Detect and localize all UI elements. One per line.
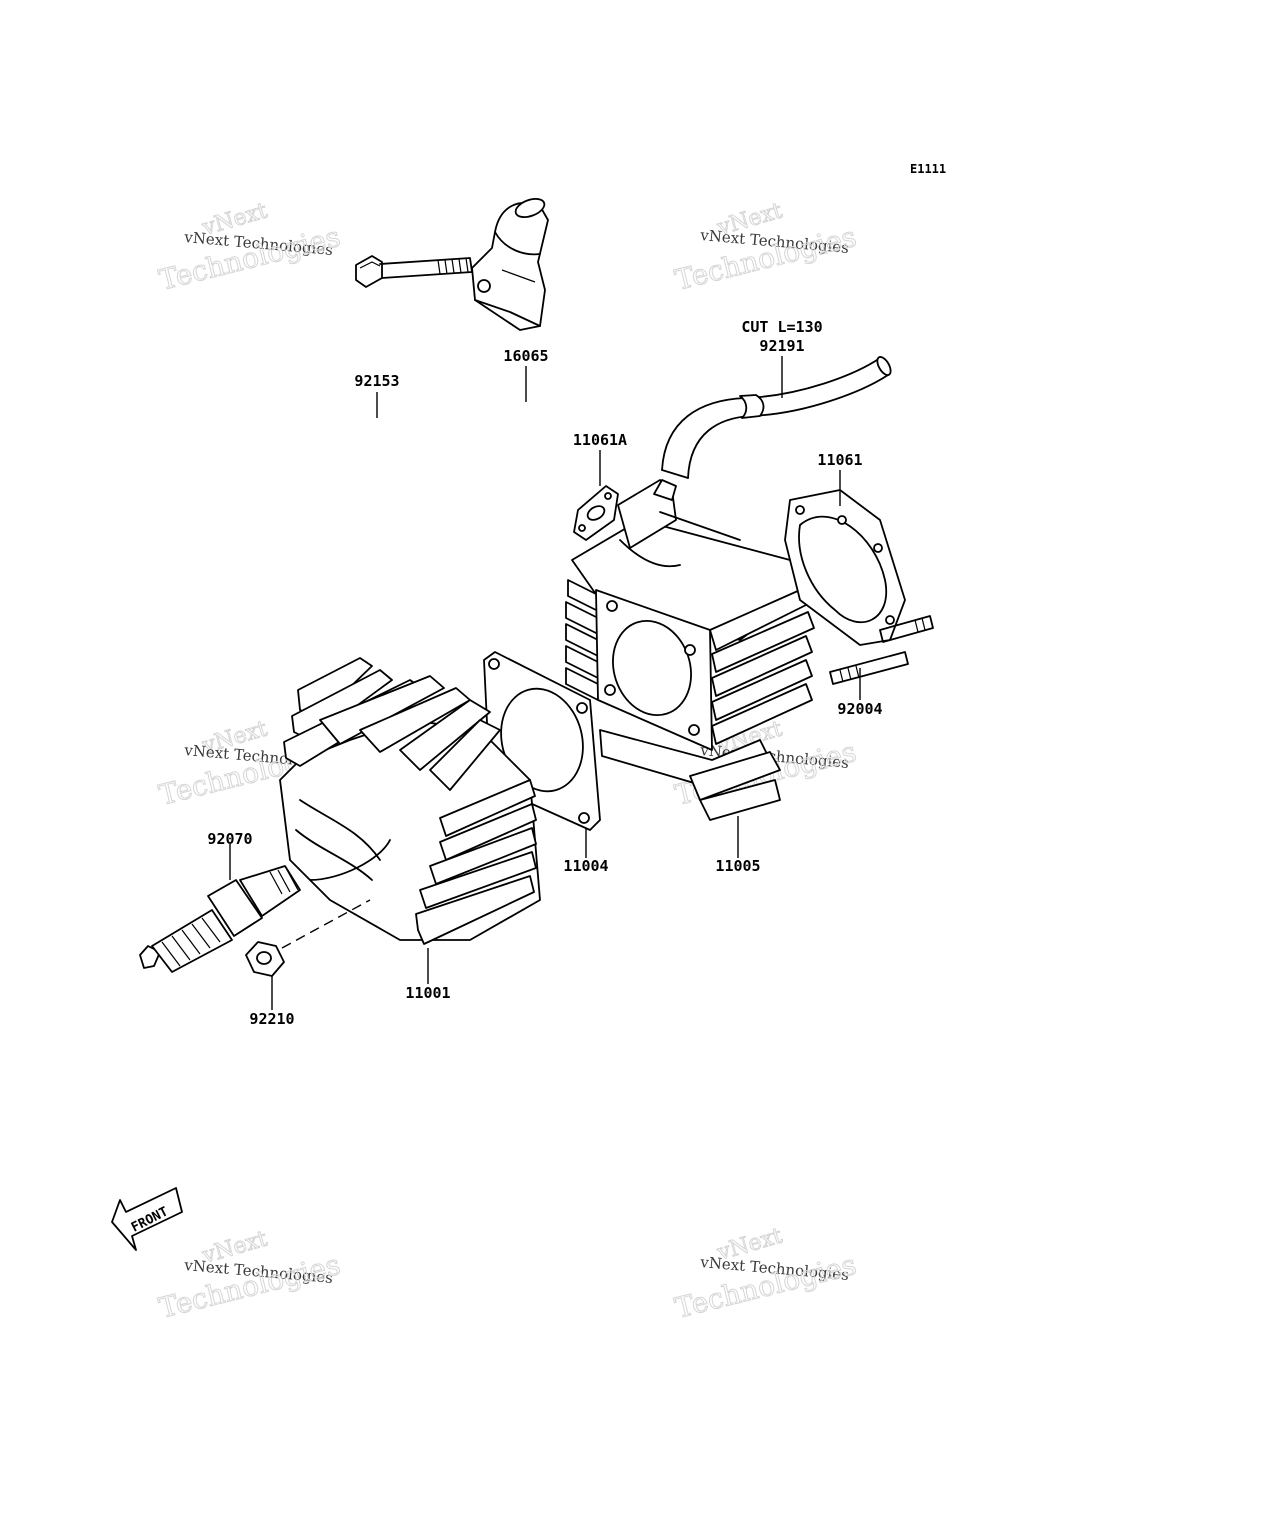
assembly-dashed-line bbox=[281, 899, 371, 949]
label-elbow: 16065 bbox=[503, 347, 548, 365]
stud-drawing bbox=[829, 615, 934, 685]
cylinder-head-drawing bbox=[279, 657, 541, 945]
watermark-top-right: vNext vNext Technologies Technologies bbox=[671, 198, 860, 297]
small-gasket-drawing bbox=[573, 485, 619, 541]
label-cylinder: 11005 bbox=[715, 857, 760, 875]
cylinder-drawing bbox=[565, 479, 815, 821]
label-hose-note: CUT L=130 bbox=[741, 318, 822, 336]
label-cylinder-gasket: 11061 bbox=[817, 451, 862, 469]
bolt-drawing bbox=[355, 255, 473, 288]
watermark-line3: Technologies bbox=[156, 1248, 344, 1325]
label-stud: 92004 bbox=[837, 700, 882, 718]
label-head-gasket: 11004 bbox=[563, 857, 608, 875]
hose-drawing bbox=[661, 356, 892, 479]
front-arrow: FRONT bbox=[111, 1187, 183, 1251]
label-spark-plug: 92070 bbox=[207, 830, 252, 848]
nut-drawing bbox=[245, 941, 285, 977]
cylinder-gasket-drawing bbox=[784, 489, 906, 646]
label-cylinder-head: 11001 bbox=[405, 984, 450, 1002]
label-hose: 92191 bbox=[759, 337, 804, 355]
watermark-line3: Technologies bbox=[156, 220, 344, 297]
diagram-code: E1111 bbox=[910, 162, 946, 176]
label-nut: 92210 bbox=[249, 1010, 294, 1028]
spark-plug-drawing bbox=[139, 865, 301, 973]
watermark-bottom-right: vNext vNext Technologies Technologies bbox=[671, 1223, 860, 1325]
watermark-bottom-left: vNext vNext Technologies Technologies bbox=[155, 1226, 344, 1325]
elbow-drawing bbox=[471, 197, 549, 331]
label-bolt: 92153 bbox=[354, 372, 399, 390]
watermark-top-left: vNext vNext Technologies Technologies bbox=[155, 198, 344, 297]
label-small-gasket: 11061A bbox=[573, 431, 627, 449]
leader-lines bbox=[229, 356, 861, 1010]
